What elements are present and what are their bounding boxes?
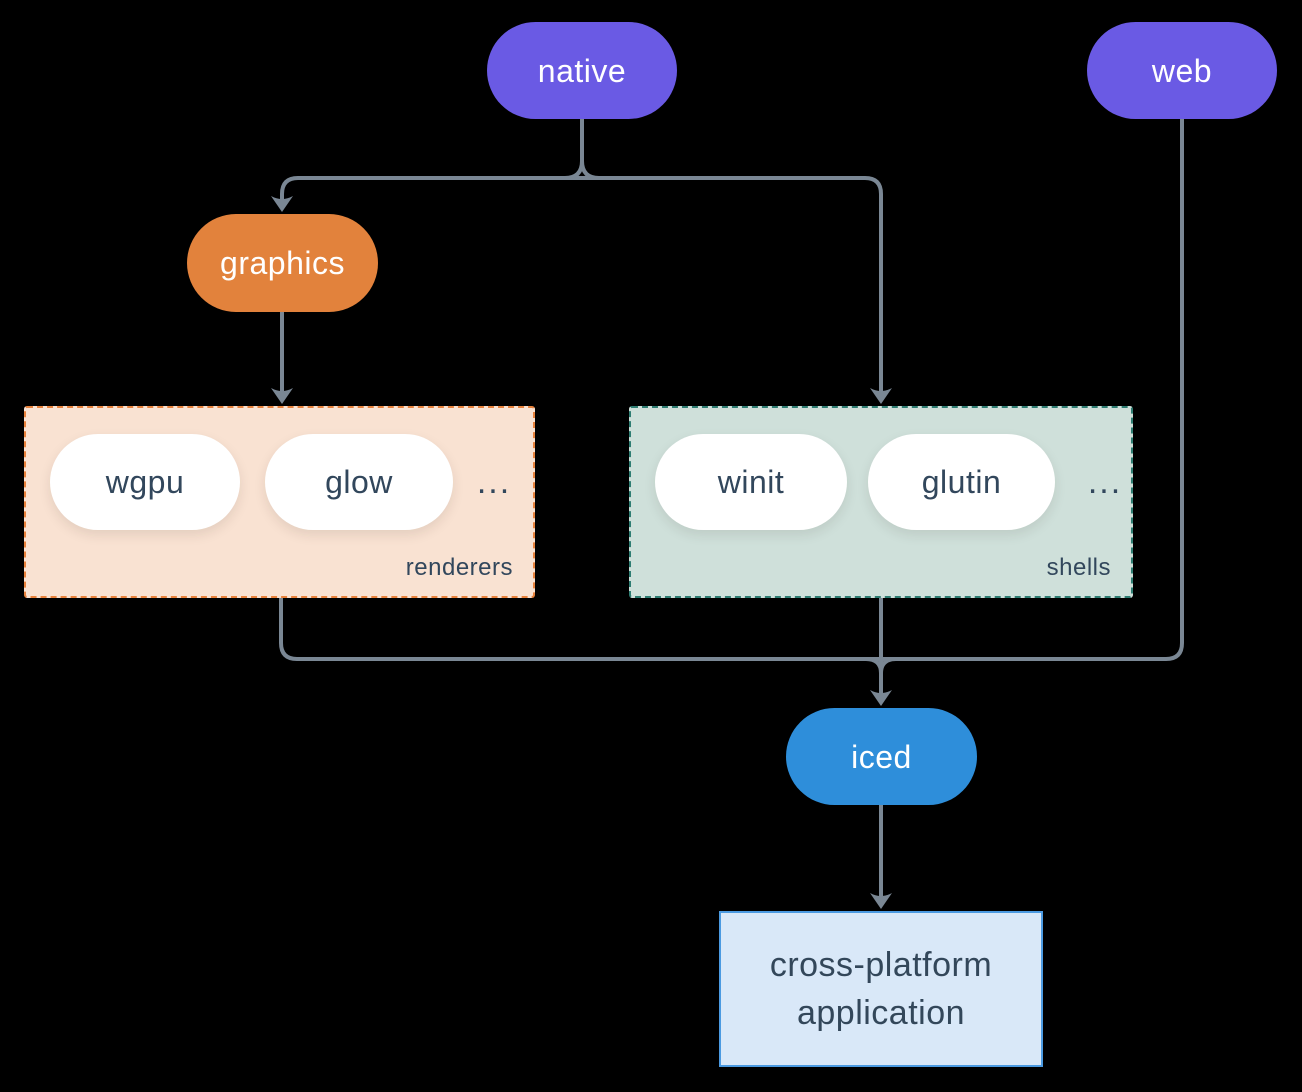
arrowhead-into-graphics — [271, 196, 293, 212]
group-renderers-label: renderers — [405, 554, 513, 581]
node-glutin-label: glutin — [921, 464, 1002, 500]
group-renderers: wgpu glow ... renderers — [24, 406, 535, 598]
node-iced-label: iced — [851, 738, 912, 775]
arrowhead-into-iced — [870, 690, 892, 706]
arrowhead-into-renderers — [271, 388, 293, 404]
node-web: web — [1087, 22, 1277, 119]
group-shells: winit glutin ... shells — [629, 406, 1133, 598]
arrowhead-into-app — [870, 893, 892, 909]
node-glow: glow — [265, 434, 453, 530]
node-wgpu-label: wgpu — [105, 464, 185, 500]
node-native-label: native — [537, 52, 627, 89]
edge-native-stem — [564, 119, 600, 180]
node-native: native — [487, 22, 677, 119]
app-box-line1: cross-platform — [769, 946, 993, 984]
node-winit: winit — [655, 434, 847, 530]
node-iced: iced — [786, 708, 977, 805]
node-winit-label: winit — [717, 464, 785, 500]
node-cross-platform-application: cross-platform application — [719, 911, 1043, 1067]
node-graphics-label: graphics — [220, 245, 345, 281]
node-graphics: graphics — [187, 214, 378, 312]
node-glutin: glutin — [868, 434, 1055, 530]
edge-bracket-top — [280, 176, 883, 391]
group-shells-label: shells — [1046, 554, 1111, 581]
renderers-ellipsis: ... — [476, 462, 512, 501]
node-glow-label: glow — [325, 464, 393, 500]
edge-bracket-bottom — [279, 119, 1184, 661]
arrowhead-into-shells — [870, 388, 892, 404]
node-wgpu: wgpu — [50, 434, 240, 530]
edge-shells-iced — [865, 598, 897, 695]
shells-ellipsis: ... — [1087, 462, 1123, 501]
app-box-line2: application — [796, 994, 966, 1032]
node-web-label: web — [1151, 52, 1213, 89]
